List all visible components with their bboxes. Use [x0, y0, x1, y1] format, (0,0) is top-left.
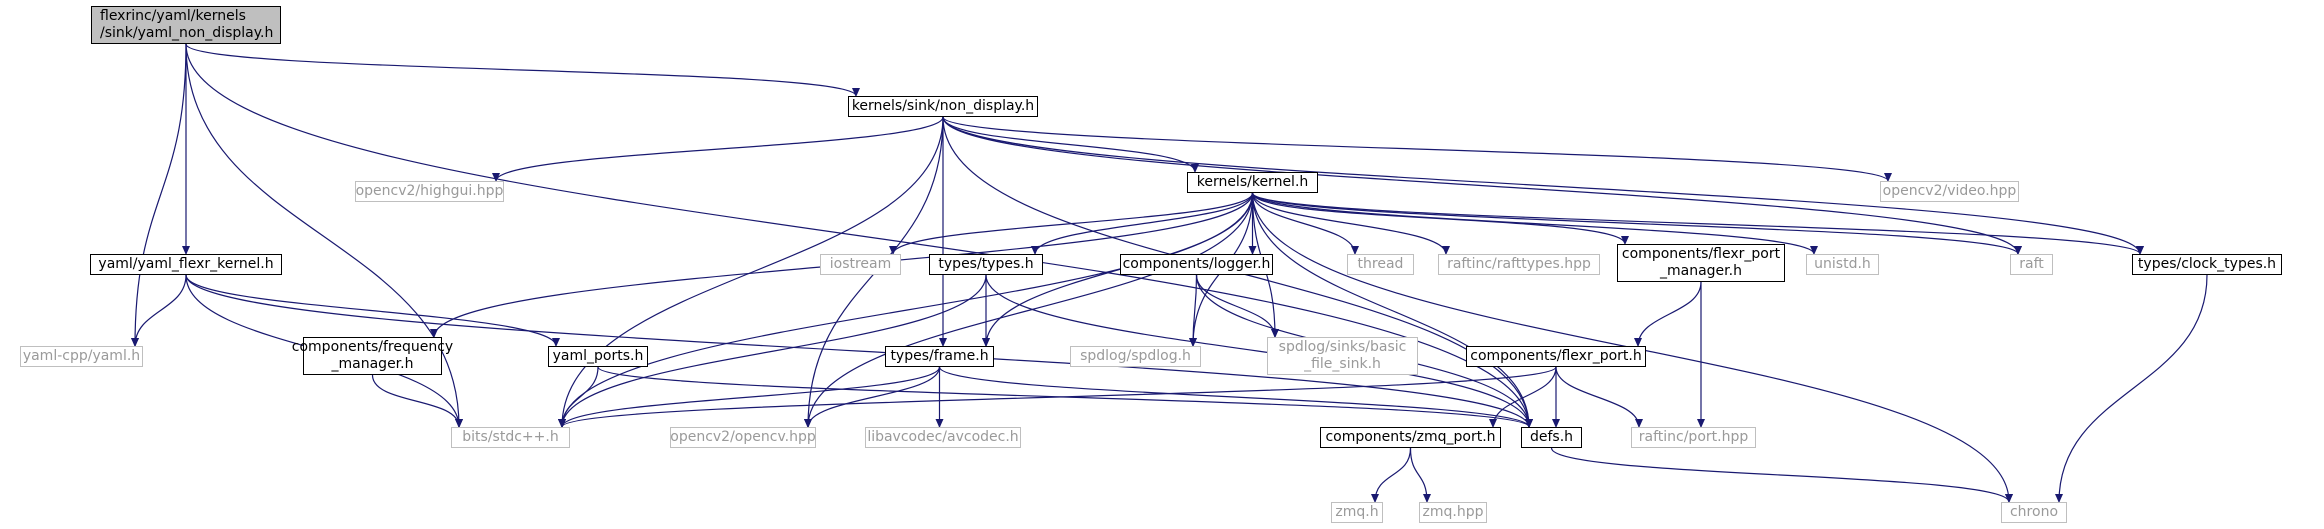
edge-kernel-to-rafttypes: [1251, 192, 1450, 255]
edge-kernel-to-thread: [1251, 192, 1359, 255]
edge-yaml_ports-to-stdcpp: [558, 366, 599, 428]
node-types-header[interactable]: types/types.h: [929, 254, 1043, 275]
node-avcodec-header: libavcodec/avcodec.h: [865, 427, 1021, 448]
edge-zmq_port-to-zmq_hpp: [1409, 447, 1431, 503]
edge-logger-to-basic_file_sink: [1195, 274, 1279, 338]
node-clock-types-header[interactable]: types/clock_types.h: [2132, 254, 2282, 275]
node-frequency-manager-header[interactable]: components/frequency _manager.h: [292, 337, 453, 375]
node-root-header[interactable]: flexrinc/yaml/kernels /sink/yaml_non_dis…: [91, 6, 281, 44]
edge-yaml_flexr_kernel-to-yaml_cpp: [131, 274, 187, 347]
edge-root-to-defs: [185, 43, 1533, 428]
edge-frequency_manager-to-stdcpp: [371, 374, 463, 428]
edge-non_display-to-highgui: [492, 116, 944, 182]
node-opencv-header: opencv2/opencv.hpp: [670, 427, 816, 448]
edge-non_display-to-raft: [942, 116, 2022, 255]
edge-types-to-stdcpp: [558, 274, 987, 428]
edge-kernel-to-types: [1031, 192, 1254, 255]
node-frame-header[interactable]: types/frame.h: [885, 346, 994, 367]
edge-types-to-defs: [985, 274, 1533, 428]
edge-non_display-to-stdcpp: [558, 116, 944, 428]
node-yaml-flexr-kernel-header[interactable]: yaml/yaml_flexr_kernel.h: [90, 254, 282, 275]
node-highgui-header: opencv2/highgui.hpp: [355, 181, 504, 202]
node-defs-header[interactable]: defs.h: [1521, 427, 1582, 448]
edge-kernel-to-opencv: [804, 192, 1254, 428]
node-basic-file-sink-header: spdlog/sinks/basic _file_sink.h: [1267, 337, 1418, 375]
node-rafttypes-header: raftinc/rafttypes.hpp: [1438, 254, 1600, 275]
edge-kernel-to-frame: [982, 192, 1254, 347]
node-thread-header: thread: [1347, 254, 1414, 275]
edge-flexr_port_manager-to-flexr_port: [1634, 281, 1702, 347]
edge-kernel-to-iostream: [889, 192, 1254, 255]
edge-zmq_port-to-zmq_h: [1371, 447, 1412, 503]
edge-non_display-to-kernel: [942, 116, 1199, 173]
node-logger-header[interactable]: components/logger.h: [1120, 254, 1273, 275]
edge-flexr_port-to-stdcpp: [558, 366, 1557, 428]
edge-logger-to-spdlog: [1189, 274, 1198, 347]
node-iostream-header: iostream: [820, 254, 901, 275]
node-yaml-cpp-header: yaml-cpp/yaml.h: [20, 346, 143, 367]
edge-frame-to-opencv: [804, 366, 941, 428]
node-unistd-header: unistd.h: [1806, 254, 1879, 275]
edge-kernel-to-defs: [1251, 192, 1533, 428]
node-raft-header: raft: [2010, 254, 2053, 275]
node-kernel-header[interactable]: kernels/kernel.h: [1187, 172, 1318, 193]
node-non-display-header[interactable]: kernels/sink/non_display.h: [848, 96, 1038, 117]
edge-flexr_port-to-zmq_port: [1489, 366, 1557, 428]
node-yaml-ports-header[interactable]: yaml_ports.h: [548, 346, 648, 367]
edge-root-to-yaml_cpp: [131, 43, 187, 347]
edge-clock_types-to-chrono: [2055, 274, 2208, 503]
node-chrono-header: chrono: [2001, 502, 2067, 523]
edge-non_display-to-clock_types: [942, 116, 2144, 255]
edge-root-to-non_display: [185, 43, 860, 97]
node-stdcpp-header: bits/stdc++.h: [451, 427, 570, 448]
edge-non_display-to-video: [942, 116, 1892, 182]
node-flexr-port-manager-header[interactable]: components/flexr_port _manager.h: [1617, 244, 1785, 282]
node-spdlog-header: spdlog/spdlog.h: [1070, 346, 1201, 367]
edge-yaml_flexr_kernel-to-yaml_ports: [185, 274, 560, 347]
edge-defs-to-chrono: [1550, 447, 2013, 503]
node-video-header: opencv2/video.hpp: [1880, 181, 2019, 202]
edge-root-to-stdcpp: [185, 43, 463, 428]
edge-kernel-to-clock_types: [1251, 192, 2144, 255]
node-port-hpp-header: raftinc/port.hpp: [1631, 427, 1756, 448]
edge-kernel-to-raft: [1251, 192, 2022, 255]
node-zmq-hpp-header: zmq.hpp: [1419, 502, 1487, 523]
node-zmq-port-header[interactable]: components/zmq_port.h: [1320, 427, 1501, 448]
edge-kernel-to-unistd: [1251, 192, 1818, 255]
node-flexr-port-header[interactable]: components/flexr_port.h: [1466, 346, 1646, 367]
edge-yaml_flexr_kernel-to-defs: [185, 274, 1533, 428]
edge-frame-to-stdcpp: [558, 366, 941, 428]
edge-flexr_port-to-port_hpp: [1555, 366, 1643, 428]
node-zmq-h-header: zmq.h: [1331, 502, 1383, 523]
